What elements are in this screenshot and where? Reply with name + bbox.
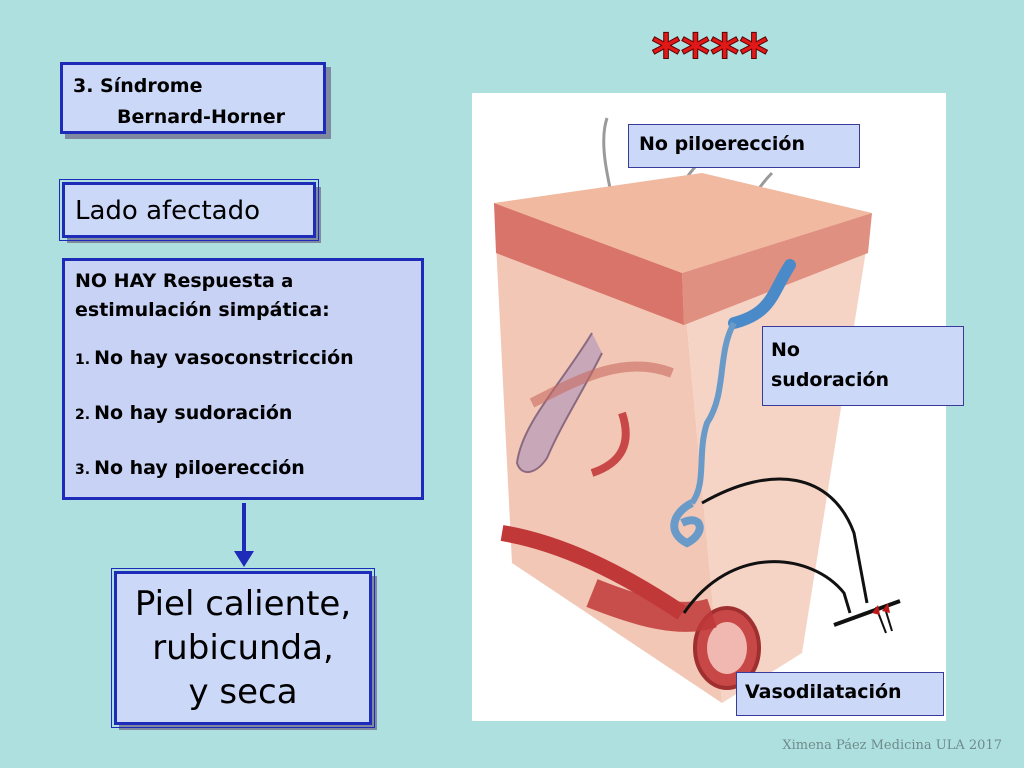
no-piloerection-text: No piloerección <box>639 133 806 155</box>
list-item: 1.No hay vasoconstricción <box>75 344 411 374</box>
affected-side-label: Lado afectado <box>75 196 261 226</box>
title-line1: 3. Síndrome <box>73 75 203 97</box>
no-sweating-line1: No <box>771 339 800 361</box>
affected-side-box: Lado afectado <box>59 179 319 241</box>
response-heading-bold: NO HAY Respuesta <box>75 270 275 292</box>
stars-text: **** <box>651 30 768 80</box>
response-heading-line2: estimulación simpática: <box>75 299 330 321</box>
no-piloerection-label: No piloerección <box>628 124 860 168</box>
result-box: Piel caliente, rubicunda, y seca <box>111 568 375 728</box>
list-text: No hay piloerección <box>94 457 305 479</box>
response-list: 1.No hay vasoconstricción 2.No hay sudor… <box>75 344 411 484</box>
list-number: 1. <box>75 352 91 368</box>
skin-cross-section-illustration <box>472 93 946 721</box>
response-heading-a: a <box>274 271 294 292</box>
stars-emphasis: **** <box>651 30 769 80</box>
response-box: NO HAY Respuesta a estimulación simpátic… <box>62 258 424 500</box>
list-item: 2.No hay sudoración <box>75 399 411 429</box>
list-text: No hay sudoración <box>94 402 293 424</box>
list-text: No hay vasoconstricción <box>94 347 354 369</box>
response-heading: NO HAY Respuesta a estimulación simpátic… <box>75 267 411 324</box>
result-line1: Piel caliente, <box>134 584 352 624</box>
list-item: 3.No hay piloerección <box>75 454 411 484</box>
no-sweating-line2: sudoración <box>771 369 890 391</box>
result-line3: y seca <box>188 672 298 712</box>
vasodilation-label: Vasodilatación <box>736 672 944 716</box>
list-number: 3. <box>75 462 91 478</box>
list-number: 2. <box>75 407 91 423</box>
no-sweating-label: No sudoración <box>762 326 964 406</box>
down-arrow-icon <box>234 503 254 567</box>
title-box: 3. Síndrome Bernard-Horner <box>60 62 326 134</box>
result-line2: rubicunda, <box>152 628 334 668</box>
vasodilation-text: Vasodilatación <box>745 681 902 703</box>
title-line2: Bernard-Horner <box>117 106 286 128</box>
footer-credit: Ximena Páez Medicina ULA 2017 <box>782 738 1002 753</box>
